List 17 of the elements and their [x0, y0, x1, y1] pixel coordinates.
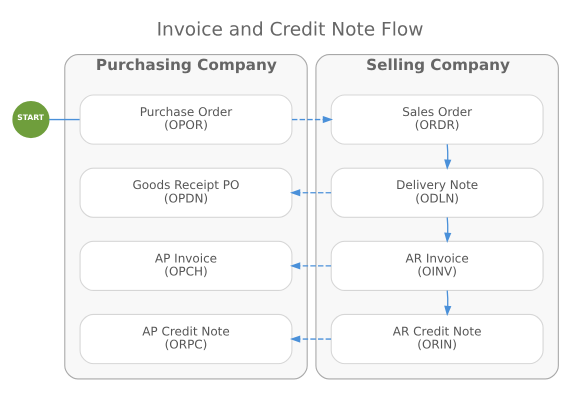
node-box: Purchase Order (OPOR)	[80, 94, 292, 144]
arrow	[444, 216, 452, 242]
node-box: AR Credit Note (ORIN)	[330, 313, 544, 364]
node-box: AR Invoice (OINV)	[330, 240, 544, 290]
diagram-title: Invoice and Credit Note Flow	[156, 19, 424, 40]
node-box: Goods Receipt PO (OPDN)	[80, 167, 292, 218]
arrow	[444, 290, 452, 316]
node-box: AP Credit Note (ORPC)	[80, 313, 292, 364]
arrow	[290, 262, 332, 269]
node-box: Sales Order (ORDR)	[330, 94, 544, 144]
arrow	[290, 334, 332, 342]
arrow	[444, 144, 452, 170]
node-box: AP Invoice (OPCH)	[80, 240, 292, 290]
arrow	[290, 188, 332, 196]
arrow	[292, 115, 334, 123]
connector	[49, 118, 80, 120]
node-box: Delivery Note (ODLN)	[330, 167, 544, 218]
